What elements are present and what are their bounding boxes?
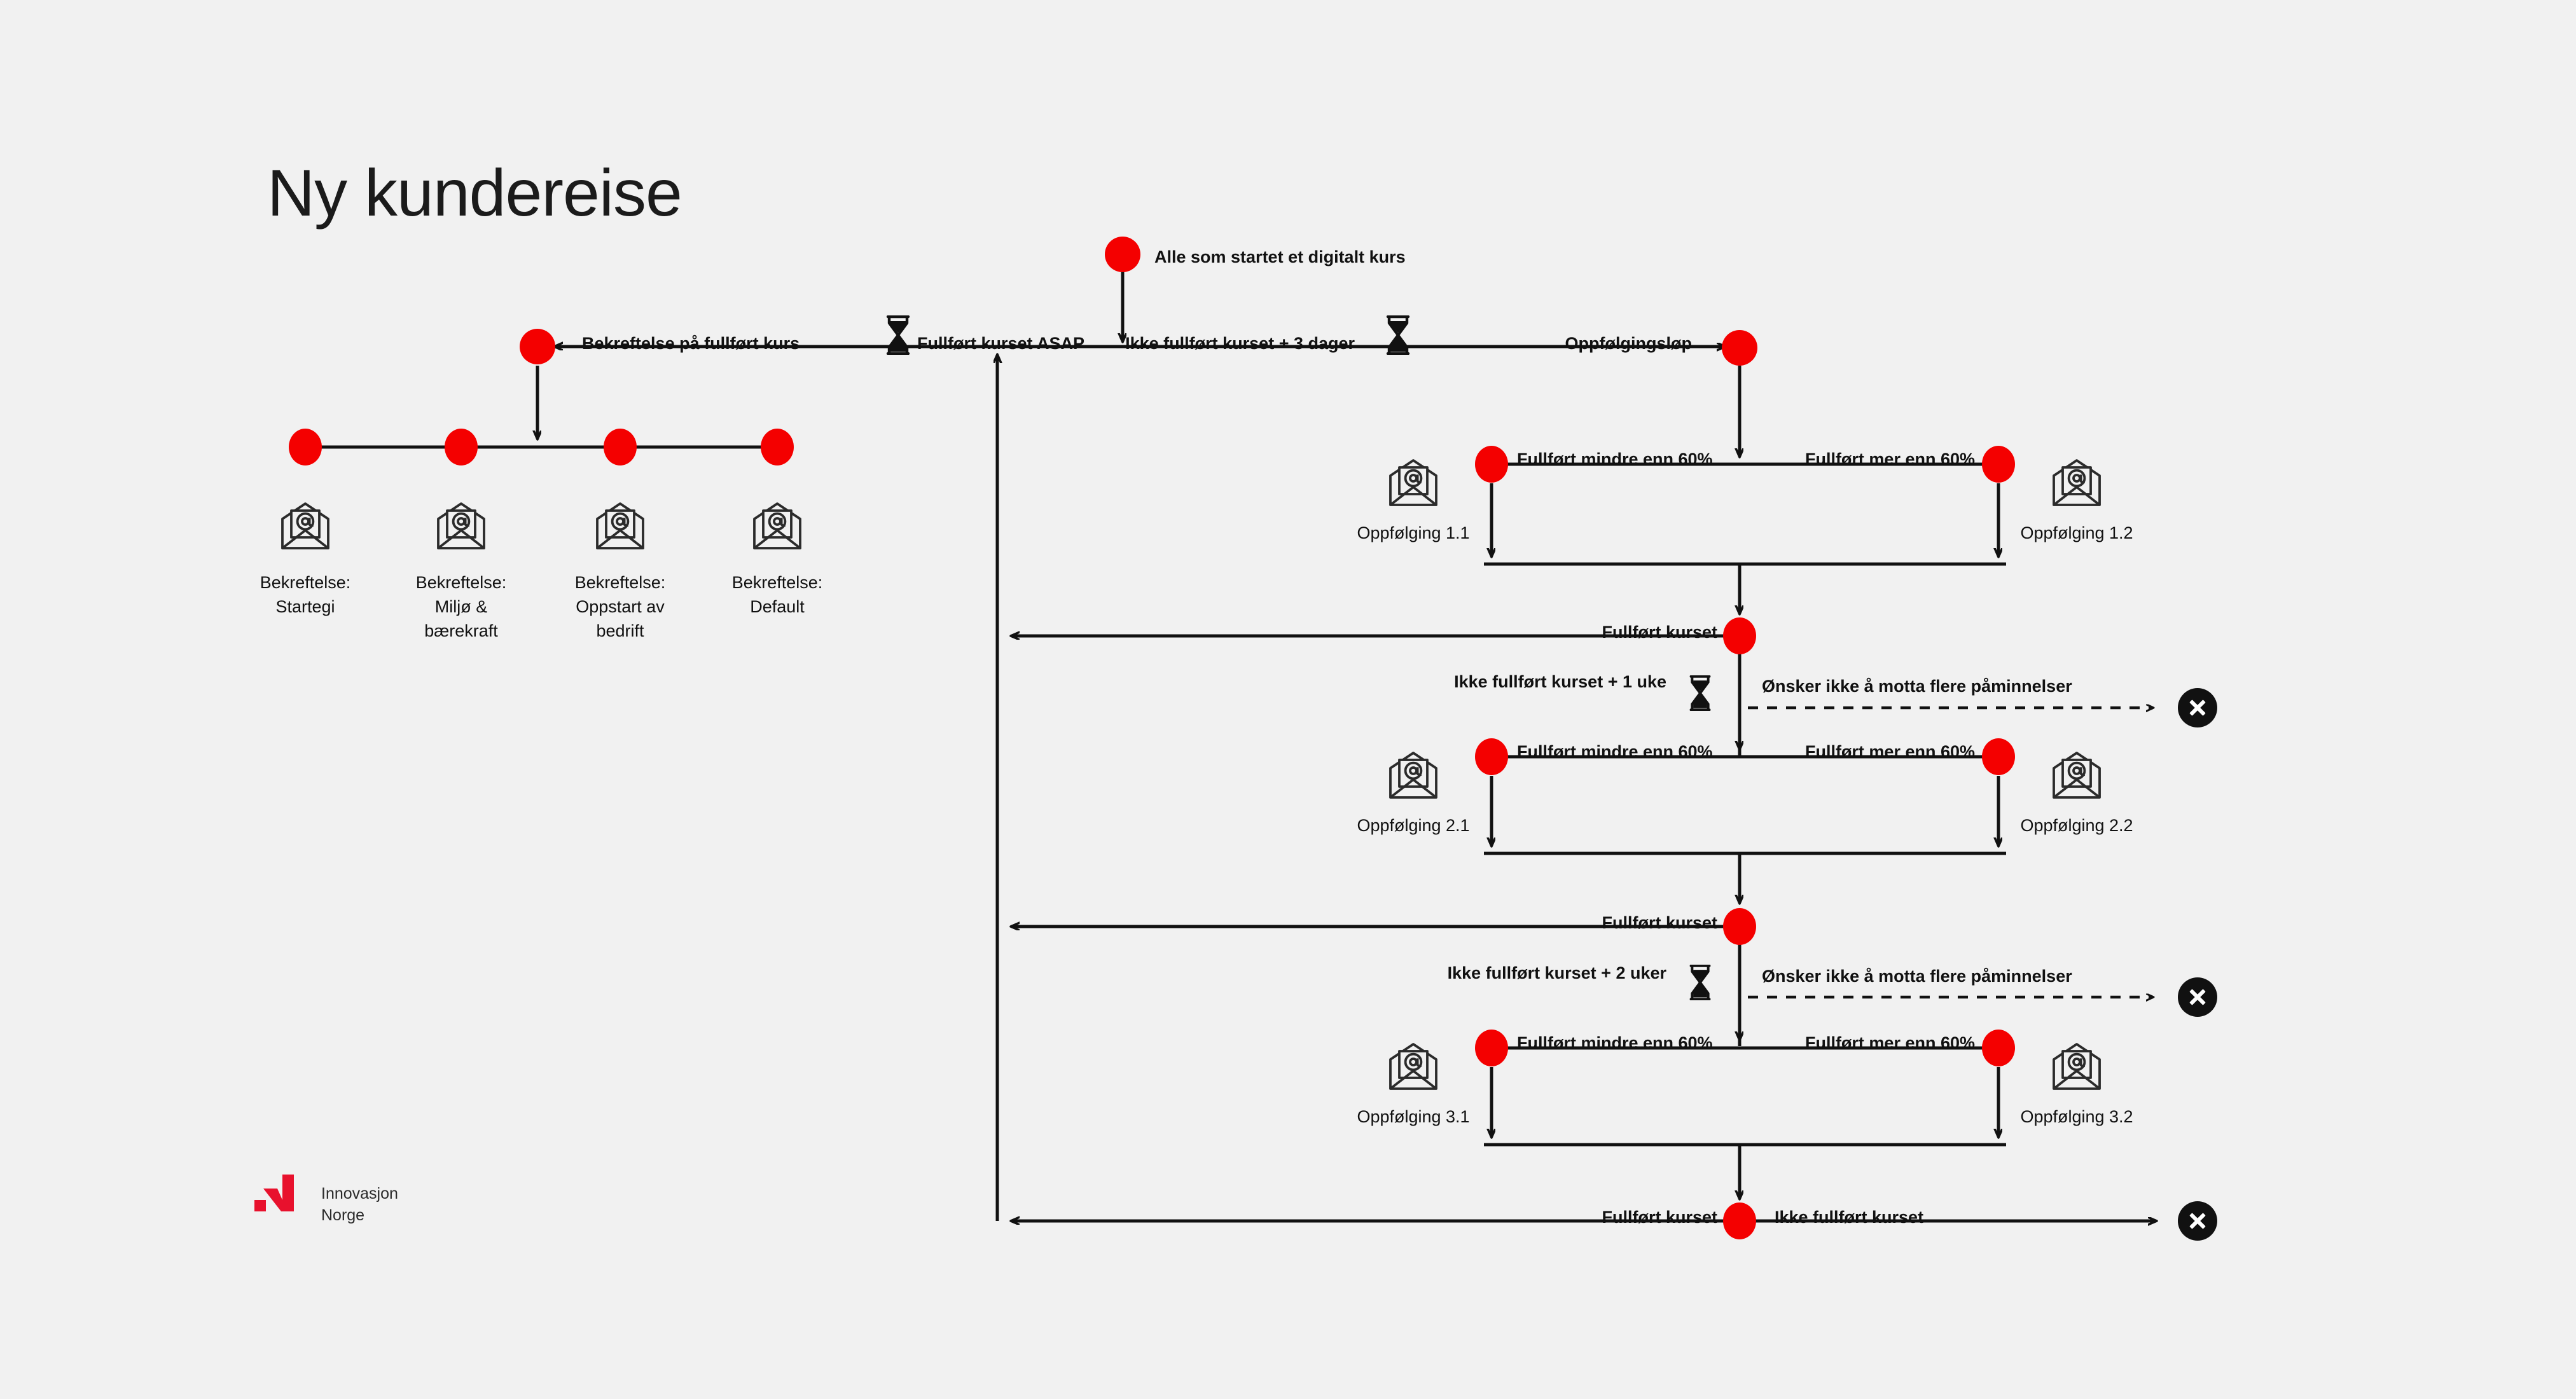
final-completed-label: Fullført kurset [1602, 1208, 1717, 1227]
hourglass-icon [1687, 964, 1713, 1001]
checkpoint-1-completed-label: Fullført kurset [1602, 623, 1717, 642]
confirmation-email-label-3: Bekreftelse: Oppstart av bedrift [574, 573, 666, 640]
final-checkpoint-node[interactable] [1723, 1203, 1756, 1239]
branch-less-label-1: Fullført mindre enn 60% [1517, 450, 1713, 469]
followup-2-1-node[interactable] [1475, 738, 1508, 775]
branch-less-label-2: Fullført mindre enn 60% [1517, 742, 1713, 761]
hourglass-icon [884, 315, 912, 355]
start-node[interactable] [1105, 237, 1140, 272]
confirmation-email-label-2: Bekreftelse: Miljø & bærekraft [415, 573, 507, 640]
email-at-envelope-icon [279, 500, 332, 553]
email-at-envelope-icon [1387, 1040, 1440, 1094]
followup-email-label-2-1: Oppfølging 2.1 [1357, 816, 1470, 835]
logo-wordmark: Innovasjon Norge [321, 1185, 398, 1224]
email-at-envelope-icon [593, 500, 647, 553]
followup-2-2-node[interactable] [1982, 738, 2015, 775]
followup-3-2-node[interactable] [1982, 1030, 2015, 1066]
email-at-envelope-icon [2050, 457, 2103, 510]
end-x-icon[interactable] [2178, 1201, 2217, 1241]
email-at-envelope-icon [434, 500, 488, 553]
entry-label: Alle som startet et digitalt kurs [1154, 247, 1406, 266]
followup-1-2-node[interactable] [1982, 446, 2015, 483]
email-at-envelope-icon [2050, 1040, 2103, 1094]
followup-3-1-node[interactable] [1475, 1030, 1508, 1066]
checkpoint-1-node[interactable] [1723, 617, 1756, 654]
end-x-icon[interactable] [2178, 977, 2217, 1017]
email-at-envelope-icon [751, 500, 804, 553]
final-not-completed-label: Ikke fullført kurset [1775, 1208, 1924, 1227]
checkpoint-2-delay-label: Ikke fullført kurset + 2 uker [1447, 963, 1666, 982]
oppfolgingslop-edge-label: Oppfølgingsløp [1565, 334, 1692, 353]
checkpoint-1-optout-label: Ønsker ikke å motta flere påminnelser [1762, 677, 2072, 696]
end-x-icon[interactable] [2178, 688, 2217, 727]
confirmation-node-3[interactable] [604, 429, 637, 465]
followup-1-1-node[interactable] [1475, 446, 1508, 483]
checkpoint-2-node[interactable] [1723, 908, 1756, 945]
asap-edge-label: Fullført kurset ASAP [917, 334, 1085, 353]
followup-email-label-1-2: Oppfølging 1.2 [2020, 523, 2133, 542]
page-title: Ny kundereise [267, 156, 682, 230]
hourglass-icon [1384, 315, 1412, 355]
delay-3days-edge-label: Ikke fullført kurset + 3 dager [1125, 334, 1355, 353]
confirmation-edge-label: Bekreftelse på fullført kurs [582, 334, 800, 353]
branch-more-label-1: Fullført mer enn 60% [1804, 450, 1975, 469]
confirmation-email-label-1: Bekreftelse: Startegi [260, 573, 351, 616]
confirmation-node-4[interactable] [761, 429, 794, 465]
followup-email-label-3-2: Oppfølging 3.2 [2020, 1107, 2133, 1126]
confirmation-node-2[interactable] [445, 429, 478, 465]
followup-email-label-1-1: Oppfølging 1.1 [1357, 523, 1470, 542]
branch-more-label-2: Fullført mer enn 60% [1804, 742, 1975, 761]
branch-more-label-3: Fullført mer enn 60% [1804, 1033, 1975, 1052]
followup-email-label-2-2: Oppfølging 2.2 [2020, 816, 2133, 835]
email-at-envelope-icon [2050, 749, 2103, 803]
confirmation-branch-node[interactable] [520, 329, 555, 364]
checkpoint-2-completed-label: Fullført kurset [1602, 913, 1717, 932]
logo-mark-icon [254, 1173, 313, 1216]
checkpoint-2-optout-label: Ønsker ikke å motta flere påminnelser [1762, 967, 2072, 986]
email-at-envelope-icon [1387, 749, 1440, 803]
confirmation-email-label-4: Bekreftelse: Default [731, 573, 823, 616]
confirmation-node-1[interactable] [289, 429, 322, 465]
followup-entry-node[interactable] [1722, 330, 1757, 366]
followup-email-label-3-1: Oppfølging 3.1 [1357, 1107, 1470, 1126]
checkpoint-1-delay-label: Ikke fullført kurset + 1 uke [1454, 672, 1666, 691]
email-at-envelope-icon [1387, 457, 1440, 510]
hourglass-icon [1687, 675, 1713, 712]
branch-less-label-3: Fullført mindre enn 60% [1517, 1033, 1713, 1052]
